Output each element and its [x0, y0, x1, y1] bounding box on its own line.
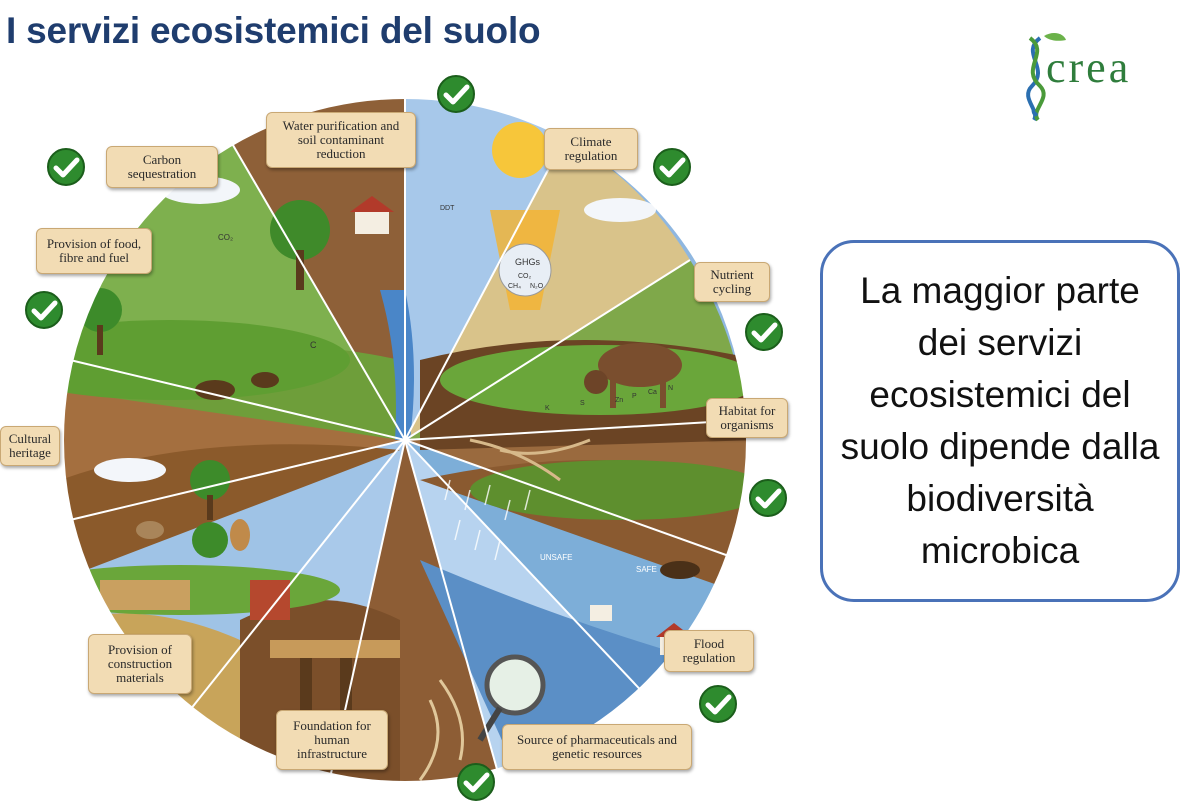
check-icon: [437, 75, 475, 113]
label-pharmaceuticals: Source of pharmaceuticals and genetic re…: [502, 724, 692, 770]
ddt-label: DDT: [440, 205, 455, 212]
co2-left-label: CO₂: [218, 233, 233, 242]
label-nutrient-cycling: Nutrient cycling: [694, 262, 770, 302]
label-habitat: Habitat for organisms: [706, 398, 788, 438]
unsafe-sign: UNSAFE: [540, 553, 572, 562]
label-water-purification: Water purification and soil contaminant …: [266, 112, 416, 168]
check-icon: [745, 313, 783, 351]
nutrient-n: N: [668, 385, 673, 392]
check-icon: [749, 479, 787, 517]
ghgs-label: GHGs: [515, 257, 541, 267]
soil-services-diagram: GHGs CO₂ CH₄ N₂O CO₂ DDT UNSAFE SAFE C K…: [0, 60, 800, 801]
check-icon: [47, 148, 85, 186]
check-icon: [457, 763, 495, 801]
nutrient-s: S: [580, 400, 585, 407]
nutrient-k: K: [545, 405, 550, 412]
label-provision-food: Provision of food, fibre and fuel: [36, 228, 152, 274]
soil-wheel-illustration: GHGs CO₂ CH₄ N₂O CO₂ DDT UNSAFE SAFE C K…: [62, 97, 748, 783]
check-icon: [699, 685, 737, 723]
crea-logo: crea: [1010, 28, 1190, 124]
nutrient-zn: Zn: [615, 397, 623, 404]
carbon-marker: C: [310, 340, 317, 350]
safe-sign: SAFE: [636, 565, 657, 574]
label-cultural-heritage: Cultural heritage: [0, 426, 60, 466]
callout-box: La maggior parte dei servizi ecosistemic…: [820, 240, 1180, 602]
label-flood-regulation: Flood regulation: [664, 630, 754, 672]
n2o-label: N₂O: [530, 283, 544, 290]
logo-text: crea: [1046, 43, 1132, 92]
label-climate-regulation: Climate regulation: [544, 128, 638, 170]
co2-label: CO₂: [518, 273, 532, 280]
page-title: I servizi ecosistemici del suolo: [6, 10, 541, 51]
label-foundation: Foundation for human infrastructure: [276, 710, 388, 770]
ch4-label: CH₄: [508, 283, 521, 290]
check-icon: [25, 291, 63, 329]
dna-leaf-icon: [1026, 33, 1066, 122]
callout-text: La maggior parte dei servizi ecosistemic…: [840, 270, 1160, 571]
label-carbon-sequestration: Carbon sequestration: [106, 146, 218, 188]
label-construction-materials: Provision of construction materials: [88, 634, 192, 694]
check-icon: [653, 148, 691, 186]
nutrient-p: P: [632, 393, 637, 400]
nutrient-ca: Ca: [648, 389, 657, 396]
